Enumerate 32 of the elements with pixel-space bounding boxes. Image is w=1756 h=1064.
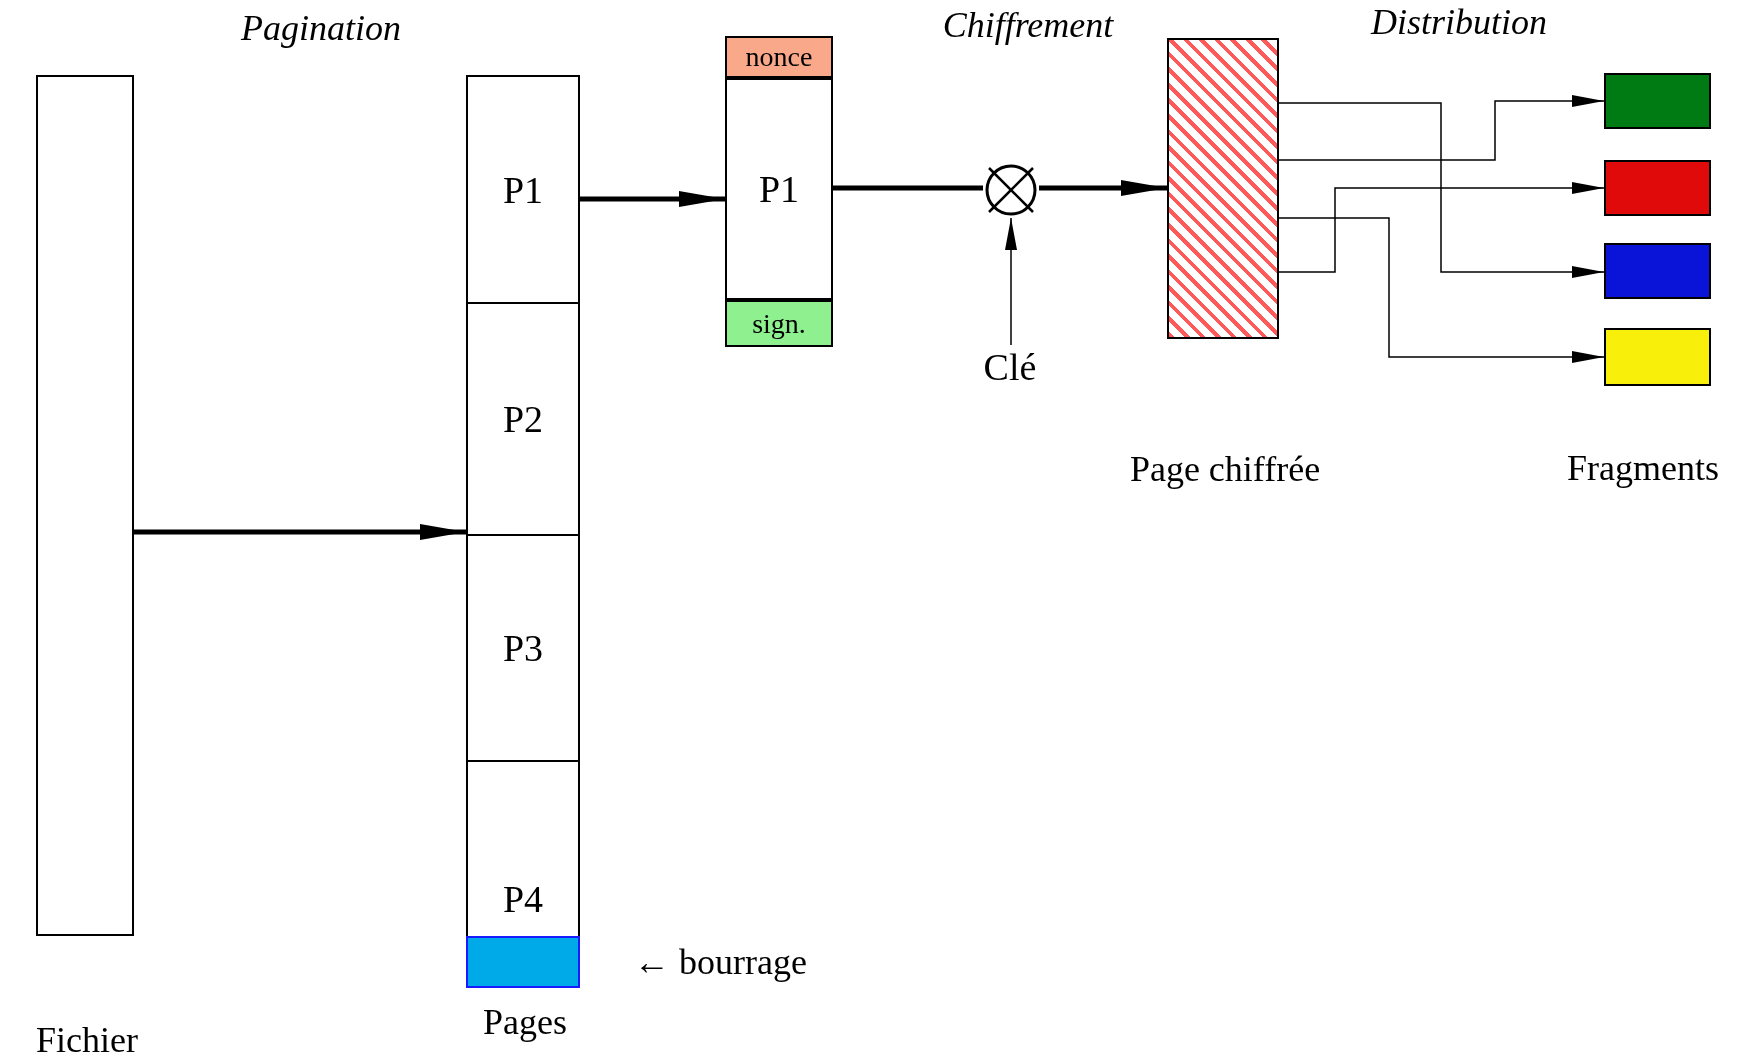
arrow: [1278, 182, 1605, 273]
arrow: [1039, 180, 1167, 196]
arrow: [134, 524, 466, 540]
caption-label: Fragments: [1567, 450, 1719, 486]
stage-title: Chiffrement: [942, 7, 1114, 43]
connector-line: [833, 185, 983, 191]
block-label: P2: [502, 400, 544, 438]
block-label: P3: [502, 629, 544, 667]
arrow: [1278, 217, 1605, 363]
xor-symbol: [983, 162, 1039, 218]
block-label: sign.: [752, 309, 806, 338]
nonce-field: [725, 36, 833, 78]
caption-label: Pages: [482, 1004, 568, 1040]
block-label: P1: [502, 170, 544, 209]
caption-label: Page chiffrée: [1128, 451, 1322, 487]
stage-title: Distribution: [1371, 4, 1547, 40]
annotation-label: ← bourrage: [634, 944, 807, 980]
fragment-box: [1604, 73, 1711, 129]
fragment-box: [1604, 243, 1711, 299]
page-block: [725, 78, 833, 300]
arrow: [1005, 217, 1017, 346]
stage-title: Pagination: [241, 10, 401, 46]
fragment-box: [1604, 160, 1711, 216]
caption-label: Fichier: [35, 1022, 139, 1058]
block-label: P1: [758, 170, 800, 208]
arrow: [1278, 95, 1605, 161]
signature-field: [725, 300, 833, 347]
key-text: Clé: [983, 348, 1037, 386]
block-label: nonce: [745, 43, 813, 71]
fragment-box: [1604, 328, 1711, 386]
block-label: P4: [502, 880, 544, 918]
arrow: [1278, 102, 1605, 278]
